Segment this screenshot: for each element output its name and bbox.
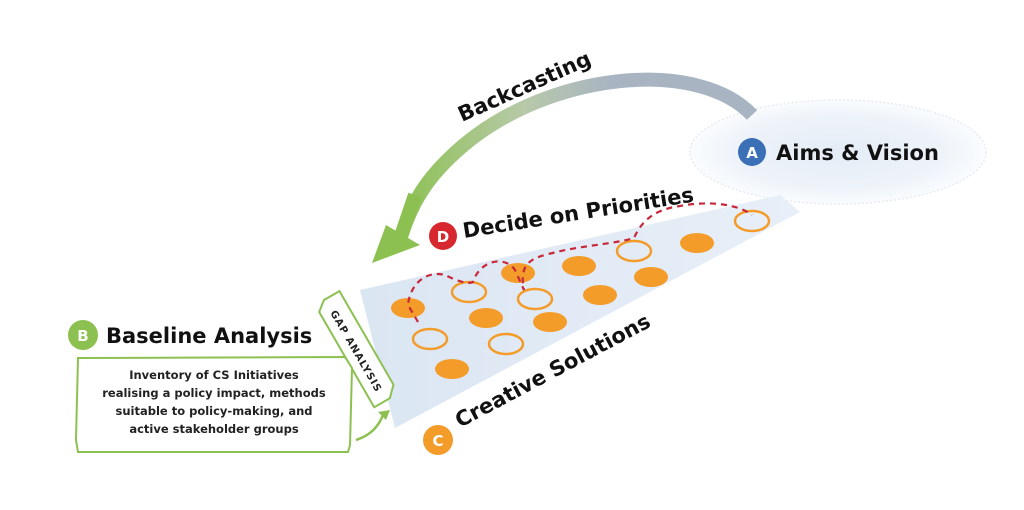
- step-a-badge: [738, 138, 766, 166]
- solution-dot-filled: [435, 359, 469, 379]
- solution-dot-filled: [501, 263, 535, 283]
- solutions-funnel: [360, 195, 800, 428]
- step-b: B Baseline Analysis: [68, 320, 312, 350]
- solution-dot-filled: [634, 267, 668, 287]
- step-a-letter: A: [746, 144, 758, 162]
- step-d-letter: D: [437, 228, 449, 246]
- step-b-letter: B: [77, 327, 88, 345]
- solution-dot-hollow: [516, 287, 554, 311]
- solution-dot-filled: [583, 285, 617, 305]
- solution-dots: [391, 209, 771, 379]
- priority-path: [406, 202, 753, 323]
- connector-arrowhead-icon: [378, 410, 390, 420]
- solution-dot-hollow: [487, 332, 525, 356]
- baseline-box: Inventory of CS Initiatives realising a …: [74, 355, 354, 453]
- solution-dot-filled: [562, 256, 596, 276]
- connector-arrow: [355, 411, 386, 442]
- vision-cloud: [689, 99, 987, 205]
- solution-dot-hollow: [615, 239, 653, 263]
- step-c-letter: C: [432, 432, 443, 450]
- solution-dot-filled: [680, 233, 714, 253]
- solution-dot-filled: [469, 308, 503, 328]
- solution-dot-filled: [533, 312, 567, 332]
- solution-dot-hollow: [733, 209, 771, 233]
- baseline-box-line: active stakeholder groups: [129, 422, 299, 436]
- step-b-badge: [68, 320, 98, 350]
- step-d-badge: [429, 222, 457, 250]
- step-a: A Aims & Vision: [738, 138, 939, 166]
- solution-dot-hollow: [411, 327, 449, 351]
- step-c-badge: [423, 425, 453, 455]
- step-b-label: Baseline Analysis: [106, 324, 312, 348]
- baseline-box-line: suitable to policy-making, and: [115, 404, 312, 418]
- baseline-box-line: realising a policy impact, methods: [102, 386, 326, 400]
- step-a-label: Aims & Vision: [776, 141, 939, 165]
- solution-dot-filled: [391, 298, 425, 318]
- baseline-box-line: Inventory of CS Initiatives: [129, 368, 299, 382]
